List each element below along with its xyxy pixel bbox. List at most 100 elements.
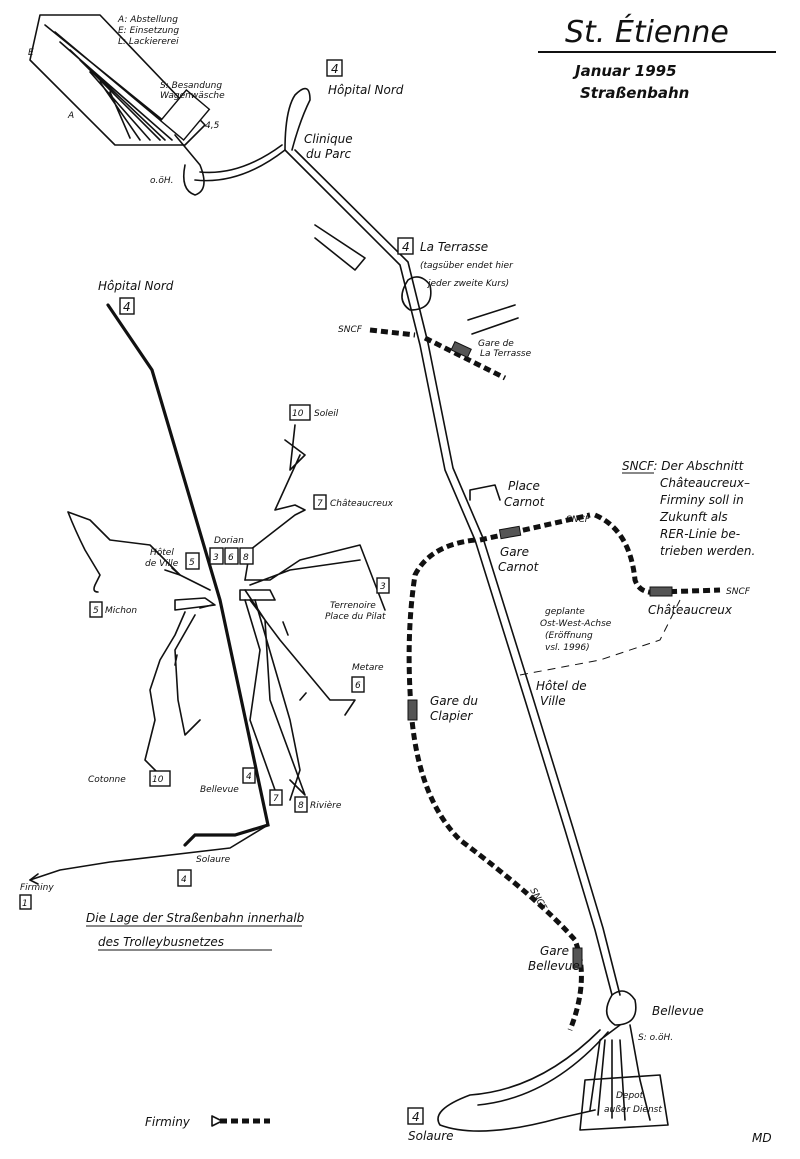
tram-bellevue-label: Bellevue bbox=[652, 1004, 704, 1018]
gare-clapier-2: Clapier bbox=[430, 709, 473, 723]
tram-hopital-route-box bbox=[326, 59, 343, 77]
hotel-route: 5 bbox=[189, 558, 195, 568]
map-title: St. Étienne bbox=[565, 14, 729, 50]
trolley-route-michon bbox=[67, 511, 211, 593]
planned-east-west-axis bbox=[519, 599, 681, 676]
depot-letter-a: A bbox=[67, 111, 74, 121]
sncf-note-5: RER-Linie be- bbox=[660, 527, 740, 541]
soleil-route: 10 bbox=[292, 409, 304, 419]
trolley-hotel-loop bbox=[174, 597, 216, 611]
trolley-firminy-label: Firminy bbox=[20, 883, 54, 893]
sncf-clapier-bellevue bbox=[406, 537, 584, 1031]
depot-measure: 4,5 bbox=[205, 121, 220, 131]
depot-key-e: E: Einsetzung bbox=[118, 26, 179, 36]
station-gare-bellevue bbox=[572, 947, 583, 969]
terrenoire-route: 3 bbox=[380, 582, 386, 592]
gare-carnot-1: Gare bbox=[500, 545, 529, 559]
tram-solaure-branch bbox=[437, 1029, 601, 1132]
tram-main-left bbox=[284, 149, 613, 996]
gare-bellevue-1: Gare bbox=[540, 944, 569, 958]
michon-route: 5 bbox=[93, 606, 99, 616]
depot-label-2: außer Dienst bbox=[604, 1105, 662, 1115]
terrenoire-route-box bbox=[376, 577, 390, 594]
trolleybus-network bbox=[29, 303, 386, 885]
chateaucreux-label: Châteaucreux bbox=[648, 603, 733, 617]
signature: MD bbox=[752, 1131, 772, 1145]
trolley-hopital-route: 4 bbox=[123, 300, 131, 314]
trolley-hotel-2: de Ville bbox=[145, 559, 179, 569]
sncf-note-1: SNCF: Der Abschnitt bbox=[622, 459, 745, 473]
terrasse-siding-right bbox=[467, 304, 519, 335]
soleil-label: Soleil bbox=[314, 409, 339, 419]
cotonne-route-box bbox=[149, 770, 171, 787]
firminy-arrow-icon bbox=[211, 1115, 223, 1127]
tram-hopital-loop bbox=[284, 87, 311, 151]
trolley-solaure-label: Solaure bbox=[196, 855, 231, 865]
bellevue-ooh: S: o.öH. bbox=[638, 1033, 673, 1043]
chateaucreux-route-box bbox=[313, 494, 327, 510]
tram-labels: 4 Hôpital Nord Clinique du Parc 4 La Ter… bbox=[145, 59, 772, 1145]
tram-terrasse-label: La Terrasse bbox=[420, 240, 488, 254]
trolley-route-cotonne bbox=[144, 611, 186, 776]
sncf-railways bbox=[369, 327, 721, 1031]
depot-key-s1: S: Besandung bbox=[160, 81, 222, 91]
dorian-route-box-3 bbox=[239, 547, 254, 565]
trolley-solaure-route-box bbox=[177, 869, 192, 887]
place-carnot-1: Place bbox=[508, 479, 540, 493]
dorian-route-2: 6 bbox=[228, 553, 234, 563]
sncf-terrasse-west bbox=[369, 327, 416, 338]
gare-bellevue-2: Bellevue bbox=[528, 959, 580, 973]
tram-hopital-label: Hôpital Nord bbox=[328, 83, 404, 97]
cotonne-route: 10 bbox=[152, 775, 164, 785]
depot-key-s2: Wagenwäsche bbox=[160, 91, 225, 101]
trolley-hopital-label: Hôpital Nord bbox=[98, 279, 174, 293]
sncf-label-3: SNCF bbox=[726, 587, 751, 597]
trolley-chateaucreux: Châteaucreux bbox=[330, 499, 394, 509]
tram-solaure-label: Solaure bbox=[408, 1129, 454, 1143]
axis-note-4: vsl. 1996) bbox=[545, 643, 590, 653]
terrenoire-2: Place du Pilat bbox=[325, 612, 386, 622]
depot-outline bbox=[29, 14, 206, 146]
trolley-caption-1: Die Lage der Straßenbahn innerhalb bbox=[86, 911, 305, 925]
michon-route-box bbox=[89, 601, 103, 618]
michon-label: Michon bbox=[105, 606, 137, 616]
tram-solaure-route-box bbox=[407, 1107, 424, 1125]
place-carnot-2: Carnot bbox=[504, 495, 546, 509]
sncf-note-3: Firminy soll in bbox=[660, 493, 744, 507]
trolley-bellevue-route-box bbox=[242, 767, 256, 784]
tram-hopital-route: 4 bbox=[331, 62, 339, 76]
tram-bellevue-loop bbox=[605, 990, 637, 1026]
trolley-firminy-route: 1 bbox=[22, 899, 28, 909]
hotel-ville-1: Hôtel de bbox=[536, 679, 587, 693]
station-gare-terrasse bbox=[450, 341, 472, 359]
dorian-label: Dorian bbox=[214, 536, 244, 546]
gare-carnot-2: Carnot bbox=[498, 560, 540, 574]
trolley-caption-2: des Trolleybusnetzes bbox=[98, 935, 224, 949]
hotel-route-box bbox=[185, 552, 200, 570]
tram-terrasse-note-1: (tagsüber endet hier bbox=[420, 261, 514, 271]
place-carnot-stub bbox=[469, 484, 501, 501]
riviere-label: Rivière bbox=[310, 800, 342, 811]
trolley-hopital-route-box bbox=[119, 297, 135, 315]
metare-route-box bbox=[351, 676, 365, 693]
trolley-hotel-1: Hôtel bbox=[150, 547, 174, 558]
washing-hall bbox=[159, 89, 211, 141]
gare-terrasse-2: La Terrasse bbox=[480, 349, 532, 359]
axis-note-1: geplante bbox=[545, 607, 585, 617]
main-depot: A: Abstellung E: Einsetzung L: Lackierer… bbox=[28, 14, 225, 196]
tram-terrasse-loop bbox=[401, 276, 432, 311]
trolley-route-west bbox=[174, 614, 201, 736]
tram-depot-link bbox=[194, 149, 286, 182]
tram-solaure-route: 4 bbox=[412, 1110, 420, 1124]
station-chateaucreux bbox=[649, 586, 673, 597]
trolleybus-labels: Hôpital Nord 4 10 Soleil 7 Châteaucreux … bbox=[19, 279, 394, 951]
trolley-solaure-route: 4 bbox=[181, 875, 187, 885]
terrasse-siding-left bbox=[314, 224, 366, 271]
riviere-route-box-7 bbox=[269, 789, 283, 806]
sncf-terrasse-east bbox=[423, 335, 507, 381]
depot-access bbox=[174, 134, 205, 196]
depot-ooh: o.öH. bbox=[150, 176, 174, 186]
sncf-note-2: Châteaucreux– bbox=[660, 476, 750, 490]
metare-route: 6 bbox=[355, 681, 361, 691]
